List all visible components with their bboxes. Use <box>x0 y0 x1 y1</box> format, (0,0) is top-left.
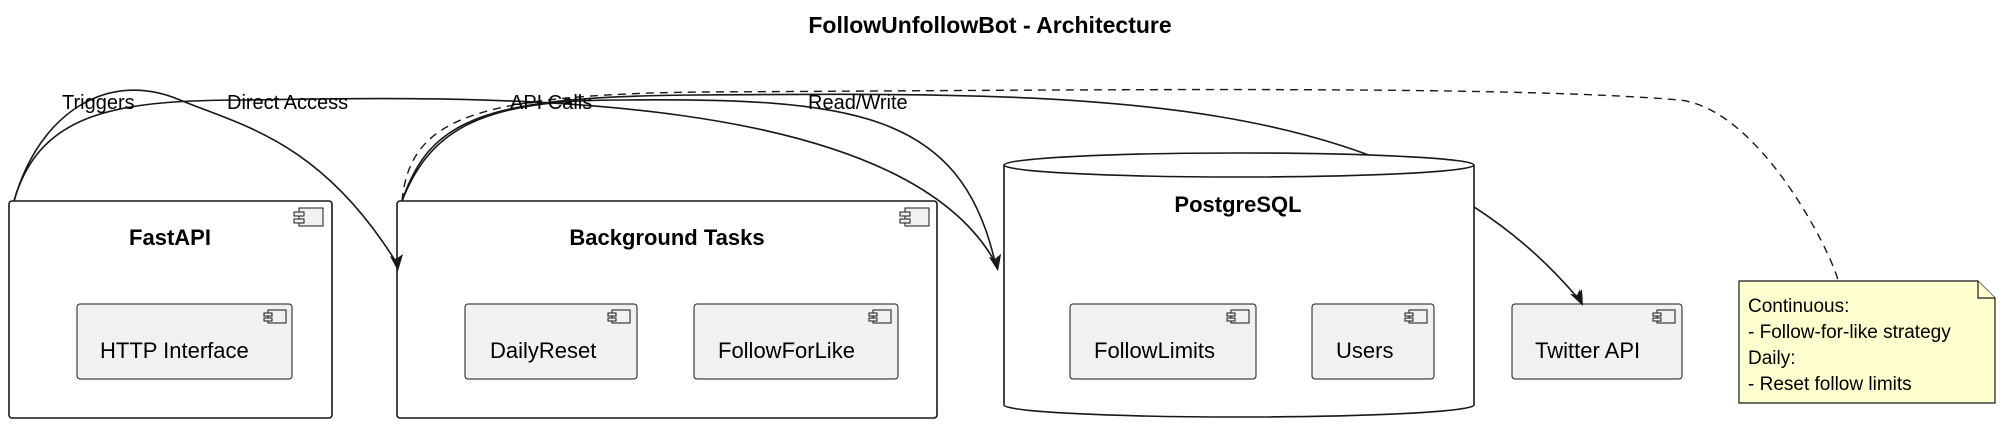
http-interface-component: HTTP Interface <box>76 303 293 380</box>
component-icon <box>1404 309 1428 324</box>
http-interface-label: HTTP Interface <box>100 338 249 363</box>
component-icon <box>263 309 287 324</box>
fastapi-title: FastAPI <box>129 225 211 250</box>
twitter-api-label: Twitter API <box>1535 338 1640 363</box>
component-icon <box>1652 309 1676 324</box>
note-line-1: Continuous: <box>1748 296 1849 317</box>
postgresql-title: PostgreSQL <box>1174 192 1301 217</box>
component-icon <box>1226 309 1250 324</box>
edge-label-direct-access: Direct Access <box>227 92 348 114</box>
edge-api-calls-arrowhead-top <box>1571 289 1583 306</box>
edge-label-triggers: Triggers <box>62 92 135 114</box>
component-icon <box>607 309 631 324</box>
fastapi-container: FastAPI HTTP Interface <box>8 200 333 419</box>
note-line-2: - Follow-for-like strategy <box>1748 322 1951 343</box>
follow-limits-component: FollowLimits <box>1069 303 1257 380</box>
follow-for-like-component: FollowForLike <box>693 303 899 380</box>
edge-label-read-write: Read/Write <box>808 92 908 114</box>
twitter-api-component: Twitter API <box>1511 303 1683 380</box>
background-tasks-container: Background Tasks DailyReset FollowForLik… <box>396 200 938 419</box>
note-line-3: Daily: <box>1748 348 1796 369</box>
note-line-4: - Reset follow limits <box>1748 374 1912 395</box>
diagram-title: FollowUnfollowBot - Architecture <box>808 12 1171 38</box>
edge-label-api-calls: API Calls <box>510 92 592 114</box>
follow-for-like-label: FollowForLike <box>718 338 855 363</box>
note-connector <box>401 88 1839 281</box>
postgresql-database: PostgreSQL FollowLimits Users <box>1003 152 1475 418</box>
schedule-note: Continuous: - Follow-for-like strategy D… <box>1738 280 1996 404</box>
component-icon <box>293 207 324 227</box>
edge-read-write <box>401 99 996 263</box>
background-tasks-title: Background Tasks <box>569 225 764 250</box>
users-component: Users <box>1311 303 1435 380</box>
component-icon <box>899 207 930 227</box>
edge-triggers-arrowhead-top <box>390 254 403 271</box>
edge-direct-access <box>13 97 996 263</box>
daily-reset-component: DailyReset <box>464 303 638 380</box>
follow-limits-label: FollowLimits <box>1094 338 1215 363</box>
edge-read-write-arrowhead <box>989 254 1001 271</box>
edge-triggers <box>13 89 397 263</box>
users-label: Users <box>1336 338 1393 363</box>
component-icon <box>868 309 892 324</box>
daily-reset-label: DailyReset <box>490 338 596 363</box>
